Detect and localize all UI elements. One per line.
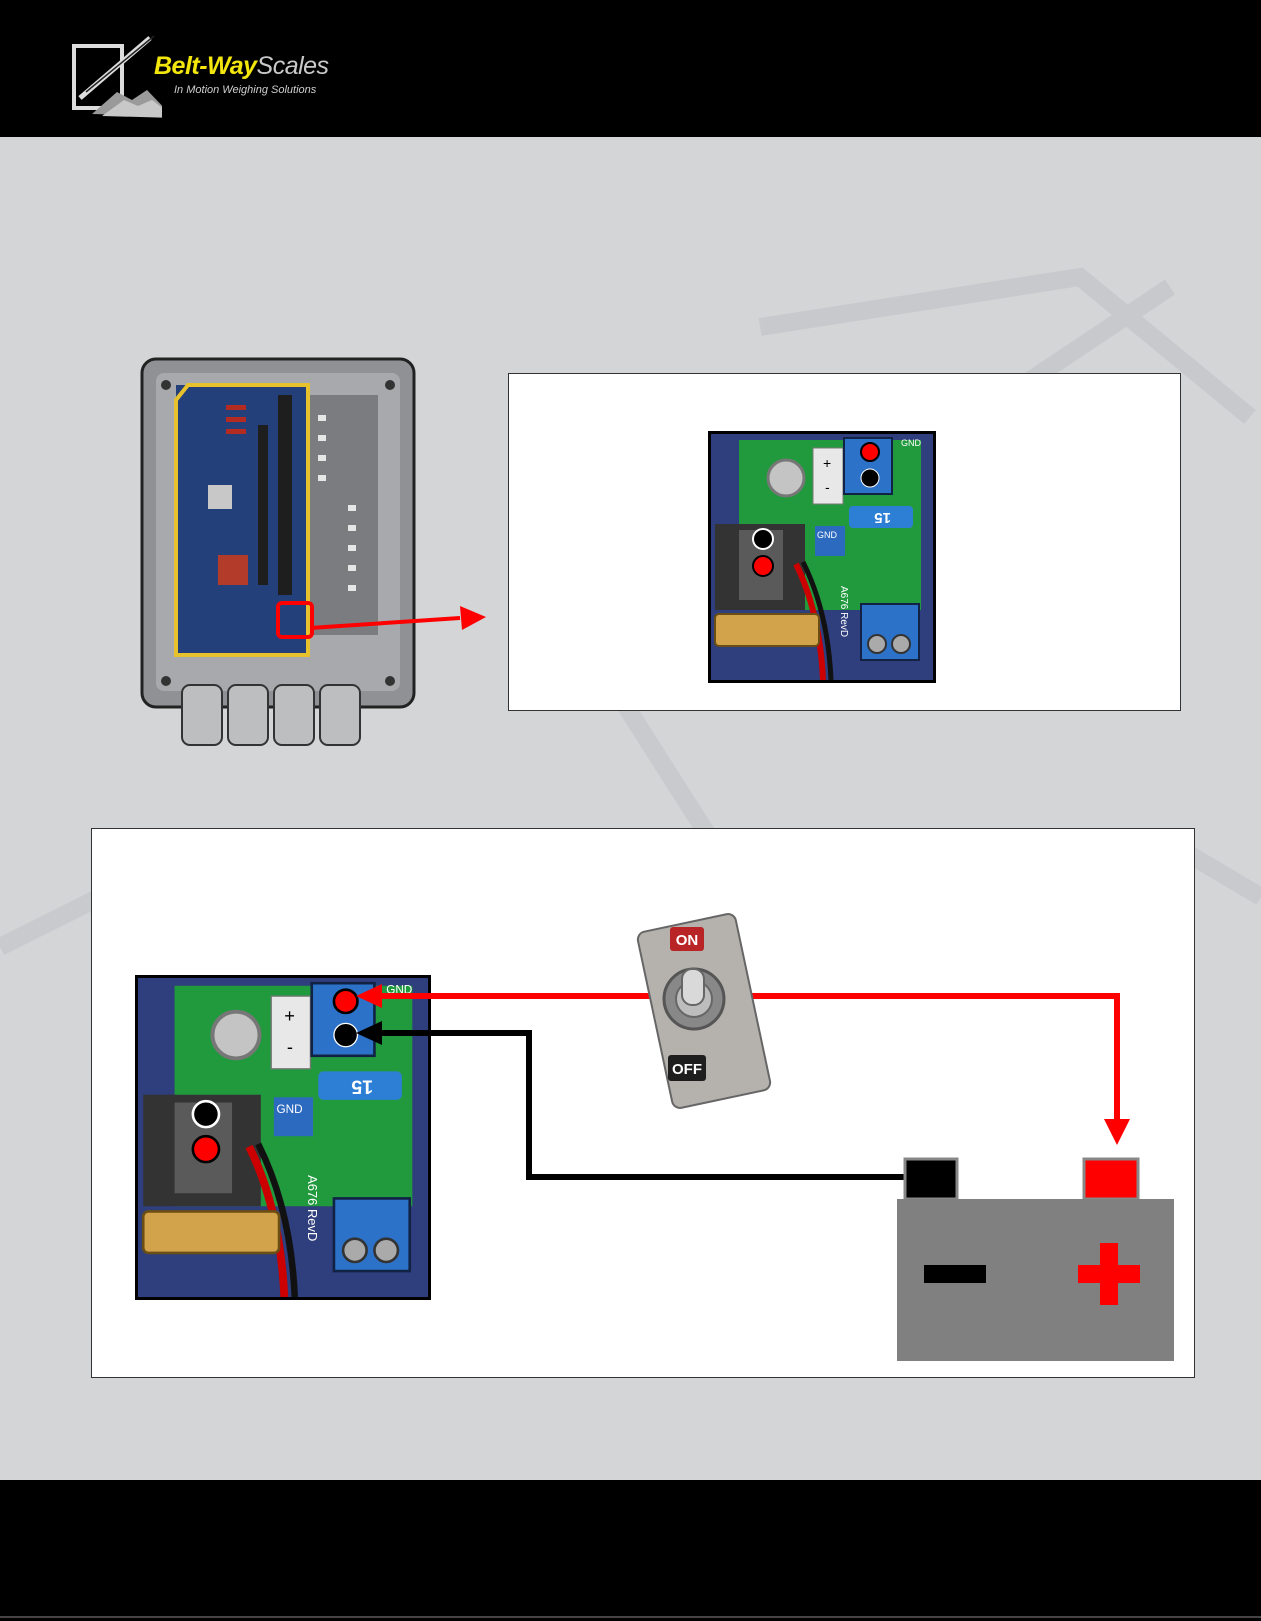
positive-wire-arrow-down [1104,1119,1130,1145]
negative-wire-arrow-left [356,1021,382,1045]
terminal-detail-panel: + - GND 15 GND A676 RevD [508,373,1181,711]
battery-minus-symbol [924,1265,986,1283]
brand-tagline: In Motion Weighing Solutions [174,84,316,96]
positive-wire-arrow-left [356,984,382,1008]
brand-name-secondary: Scales [257,52,329,80]
logo-scale-icon [72,34,162,120]
wiring-diagram-panel: + - GND 15 GND A676 RevD [91,828,1195,1378]
detail-pointer-arrow [310,600,490,640]
company-logo[interactable]: Belt-WayScales In Motion Weighing Soluti… [72,34,352,120]
wiring-lines: ON OFF [92,829,1192,1375]
terminal-closeup-photo-small: + - GND 15 GND A676 RevD [708,431,936,683]
gnd-label-pad: GND [817,530,838,540]
battery-positive-post [1084,1159,1138,1199]
footer-bar [0,1480,1261,1621]
plus-label: + [823,455,831,471]
fuse-rating-label-small: 15 [874,509,891,526]
switch-on-label: ON [676,932,699,949]
brand-name: Belt-WayScales [154,52,329,81]
header-bar: Belt-WayScales In Motion Weighing Soluti… [0,0,1261,137]
negative-terminal-icon [861,469,879,487]
footer-divider [0,1616,1261,1618]
battery-plus-symbol-v [1100,1243,1118,1305]
toggle-switch-icon: ON OFF [636,913,771,1110]
negative-wire [379,1033,922,1177]
battery-negative-post [905,1159,957,1199]
positive-terminal-icon [861,443,879,461]
board-id-label-small: A676 RevD [838,586,849,637]
battery-icon [897,1159,1174,1361]
gnd-label-small: GND [901,438,922,448]
enclosure-photo [138,355,426,755]
minus-label: - [825,479,830,495]
brand-name-primary: Belt-Way [154,52,257,80]
switch-off-label: OFF [672,1061,702,1078]
